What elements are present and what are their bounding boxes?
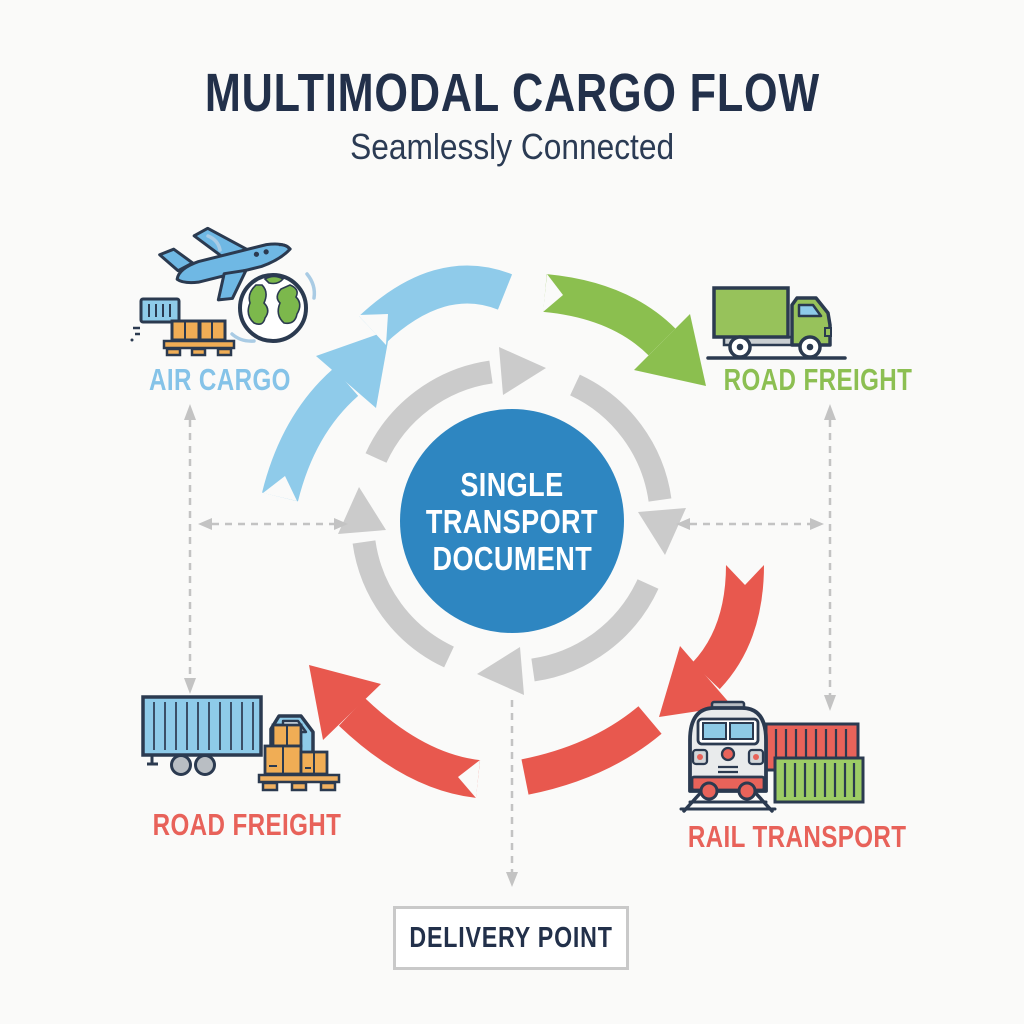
delivery-point-label: DELIVERY POINT [409,921,613,954]
globe-icon [230,272,317,343]
center-line-1: SINGLE [460,465,564,503]
air-cargo-label: AIR CARGO [149,362,291,397]
subheader: Seamlessly Connected [0,126,1024,168]
airplane-globe-cargo-icon [130,226,317,357]
green-box-truck-icon [706,286,847,360]
road-freight-top-label: ROAD FREIGHT [723,362,913,397]
motion-arc-icon [206,234,222,252]
green-container-icon [773,756,865,804]
red-bottom-arc [521,706,662,795]
rail-transport-label-wrap: RAIL TRANSPORT [657,819,906,855]
blue-curved-arrow [262,330,390,502]
road-freight-top-label-wrap: ROAD FREIGHT [697,362,917,398]
header: MULTIMODAL CARGO FLOW [0,62,1024,124]
center-line-3: DOCUMENT [432,539,592,577]
circular-flow-ring [338,347,686,695]
train-with-containers-icon [679,700,865,813]
page-subtitle: Seamlessly Connected [349,126,675,167]
boxes-on-pallet-icon [257,723,341,792]
road-freight-bottom-label-wrap: ROAD FREIGHT [126,807,346,843]
green-curved-arrow [542,274,706,386]
red-left-arrow [309,665,481,798]
road-freight-bottom-label: ROAD FREIGHT [152,807,342,842]
red-right-arrow [659,564,764,717]
pallet-boxes-icon [162,319,236,357]
center-line-2: TRANSPORT [425,502,599,540]
rail-transport-label: RAIL TRANSPORT [687,819,907,854]
cargo-container-icon [130,297,181,342]
trailer-icon [141,695,263,776]
train-front-icon [688,700,768,801]
delivery-point-box: DELIVERY POINT [393,906,629,970]
dashed-connectors [184,404,836,887]
page-title: MULTIMODAL CARGO FLOW [204,63,820,123]
air-cargo-label-wrap: AIR CARGO [110,362,330,398]
blue-top-arc [358,265,513,345]
single-transport-document-circle: SINGLE TRANSPORT DOCUMENT [400,409,624,633]
container-truck-with-boxes-icon [141,695,341,792]
